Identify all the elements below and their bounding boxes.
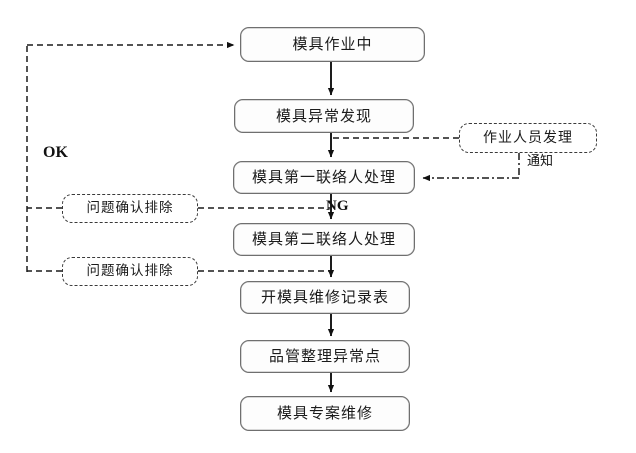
node-label: 模具异常发现 <box>275 106 372 125</box>
node-label: 模具作业中 <box>292 35 373 53</box>
node-label: 作业人员发理 <box>483 130 573 146</box>
node-label: 问题确认排除 <box>86 262 174 279</box>
node-abnormality-found[interactable]: 模具异常发现 <box>234 99 414 133</box>
node-operator-handling[interactable]: 作业人员发理 <box>459 123 597 153</box>
node-label: 模具第一联络人处理 <box>251 168 396 186</box>
node-label: 开模具维修记录表 <box>260 288 389 306</box>
node-label: 模具第二联络人处理 <box>251 230 396 248</box>
edge-label-ok: OK <box>43 144 68 161</box>
edge-label-ng: NG <box>326 198 349 214</box>
node-first-contact-handling[interactable]: 模具第一联络人处理 <box>233 161 415 194</box>
node-qc-collate-abnormal-points[interactable]: 品管整理异常点 <box>240 340 410 373</box>
node-second-contact-handling[interactable]: 模具第二联络人处理 <box>233 223 415 256</box>
edge-label-notify: 通知 <box>527 154 554 169</box>
node-issue-confirmed-resolved-2[interactable]: 问题确认排除 <box>62 257 198 286</box>
node-open-repair-record[interactable]: 开模具维修记录表 <box>240 281 410 314</box>
node-mold-operation[interactable]: 模具作业中 <box>240 27 425 62</box>
node-issue-confirmed-resolved-1[interactable]: 问题确认排除 <box>62 194 198 223</box>
node-mold-special-repair[interactable]: 模具专案维修 <box>240 396 410 431</box>
node-label: 问题确认排除 <box>86 199 174 216</box>
node-label: 品管整理异常点 <box>268 347 381 365</box>
node-label: 模具专案维修 <box>276 404 373 422</box>
